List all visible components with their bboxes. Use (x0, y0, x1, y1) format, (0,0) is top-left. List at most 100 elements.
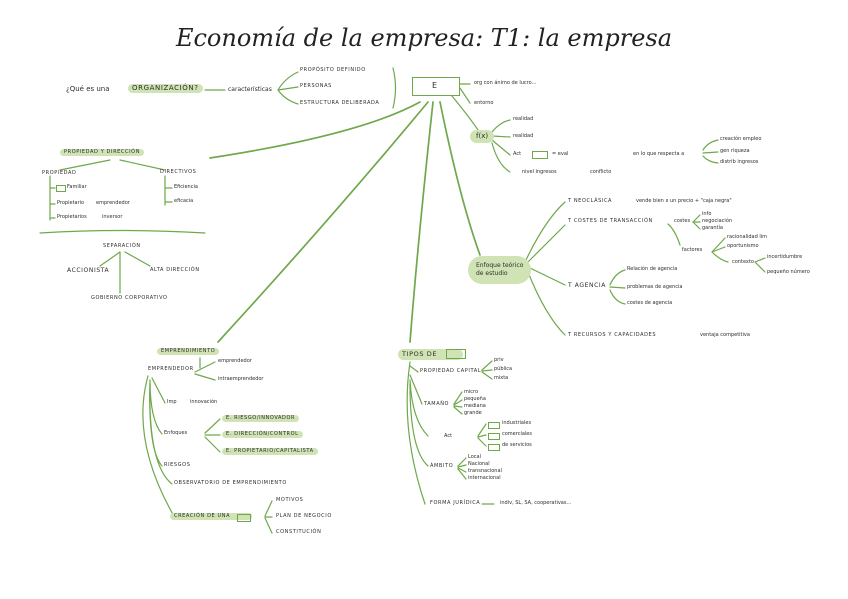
prop-item: Propietario (57, 200, 85, 206)
mini-box-icon (446, 349, 466, 359)
factores-item: racionalidad lim (727, 234, 767, 240)
enfoque-sub: de estudio (476, 270, 508, 277)
func-item: conflicto (590, 169, 612, 175)
emp-imp: Imp (167, 399, 177, 405)
prop-directivos: DIRECTIVOS (160, 169, 197, 175)
dir-item: Eficiencia (174, 184, 198, 190)
tipos-act: Act (444, 433, 453, 439)
func-target: distrib ingresos (720, 159, 759, 165)
prop-target: emprendedor (96, 200, 130, 206)
prop-item: Propietarios (57, 214, 87, 220)
enf-item: E. PROPIETARIO/CAPITALISTA (222, 448, 318, 455)
prop-gobierno: GOBIERNO CORPORATIVO (91, 295, 168, 301)
tipos-prop-item: pública (494, 366, 513, 372)
act-item: comerciales (502, 431, 532, 437)
creacion-item: PLAN DE NEGOCIO (276, 513, 332, 519)
prop-target: inversor (102, 214, 123, 220)
emp-item: emprendedor (218, 358, 252, 364)
emp-item: intraemprendedor (218, 376, 264, 382)
center-box: E (412, 77, 460, 96)
tam-item: grande (464, 410, 482, 416)
tipos-ambito: ÁMBITO (430, 463, 454, 469)
org-question: ¿Qué es una (66, 85, 110, 93)
mini-box-icon (488, 433, 500, 440)
factores-item: incertidumbre (767, 254, 803, 260)
func-item: realidad (513, 116, 534, 122)
prop-item: Familiar (67, 184, 87, 190)
emp-innovacion: innovación (190, 399, 218, 405)
org-caract: características (228, 86, 272, 93)
tipos-propiedad: PROPIEDAD CAPITAL (420, 368, 482, 374)
factores-item: oportunismo (727, 243, 759, 249)
agencia-item: Relación de agencia (627, 266, 678, 272)
tipos-forma-items: indiv, SL, SA, cooperativas... (500, 500, 572, 506)
enf-item: E. DIRECCIÓN/CONTROL (222, 431, 303, 438)
act-item: industriales (502, 420, 532, 426)
func-item: Act (513, 151, 522, 157)
mini-box-icon (237, 514, 251, 522)
tam-item: mediana (464, 403, 486, 409)
enfoque-recursos: ventaja competitiva (700, 332, 750, 338)
org-item: ESTRUCTURA DELIBERADA (300, 100, 380, 106)
prop-accionista: ACCIONISTA (67, 267, 110, 274)
enfoque-neoclasica: vende bien x un precio + "caja negra" (636, 198, 732, 204)
tipos-tamano: TAMAÑO (424, 401, 450, 407)
amb-item: Local (468, 454, 481, 460)
enf-item: E. RIESGO/INNOVADOR (222, 415, 300, 422)
costes-item: garantía (702, 225, 723, 231)
func-target: gen riqueza (720, 148, 750, 154)
agencia-item: costes de agencia (627, 300, 673, 306)
enfoque-label: Enfoque teórico (476, 262, 524, 269)
tipos-prop-item: mixta (494, 375, 509, 381)
center-def: entorno (474, 100, 494, 106)
costes-item: info (702, 211, 712, 217)
enfoque-item: T NEOCLÁSICA (568, 198, 613, 204)
emp-riesgos: RIESGOS (164, 462, 191, 468)
enfoque-costes: costes (674, 218, 691, 224)
enfoque-factores: factores (682, 247, 703, 253)
prop-propiedad: PROPIEDAD (42, 170, 77, 176)
enfoque-node: Enfoque teórico de estudio (468, 256, 532, 284)
prop-alta: ALTA DIRECCIÓN (150, 267, 200, 273)
emp-observatorio: OBSERVATORIO DE EMPRENDIMIENTO (174, 480, 287, 486)
tam-item: pequeña (464, 396, 486, 402)
emp-title: EMPRENDIMIENTO (157, 348, 220, 355)
enfoque-item: T AGENCIA (568, 282, 606, 289)
org-item: PROPÓSITO DEFINIDO (300, 67, 366, 73)
creacion-item: MOTIVOS (276, 497, 304, 503)
emp-creacion: CREACIÓN DE UNA (170, 513, 253, 520)
page-title: Economía de la empresa: T1: la empresa (175, 24, 673, 52)
costes-item: negociación (702, 218, 733, 224)
enfoque-contexto: contexto (732, 259, 754, 265)
org-highlight: ORGANIZACIÓN? (128, 84, 203, 93)
tipos-title: TIPOS DE (398, 349, 464, 360)
prop-separacion: SEPARACIÓN (103, 243, 141, 249)
emp-emprendedor: EMPRENDEDOR (148, 366, 194, 372)
emp-enfoques: Enfoques (164, 430, 188, 436)
func-item: en lo que respecta a (633, 151, 685, 157)
func-item: realidad (513, 133, 534, 139)
mini-box-icon (532, 151, 548, 159)
agencia-item: problemas de agencia (627, 284, 683, 290)
tam-item: micro (464, 389, 479, 395)
dir-item: eficacia (174, 198, 194, 204)
center-box-label: E (432, 81, 438, 90)
creacion-item: CONSTITUCIÓN (276, 529, 322, 535)
org-item: PERSONAS (300, 83, 332, 89)
mini-box-icon (488, 422, 500, 429)
amb-item: transnacional (468, 468, 502, 474)
amb-item: Nacional (468, 461, 490, 467)
act-item: de servicios (502, 442, 532, 448)
tipos-forma: FORMA JURÍDICA (430, 500, 481, 506)
func-item: = eval (552, 151, 569, 157)
func-item: nivel ingresos (522, 169, 557, 175)
factores-item: pequeño número (767, 269, 810, 275)
prop-title: PROPIEDAD Y DIRECCIÓN (60, 149, 145, 156)
func-target: creación empleo (720, 136, 762, 142)
amb-item: internacional (468, 475, 501, 481)
center-def: org con ánimo de lucro... (474, 80, 537, 86)
func-node: f(x) (470, 130, 495, 143)
enfoque-item: T RECURSOS Y CAPACIDADES (568, 332, 657, 338)
